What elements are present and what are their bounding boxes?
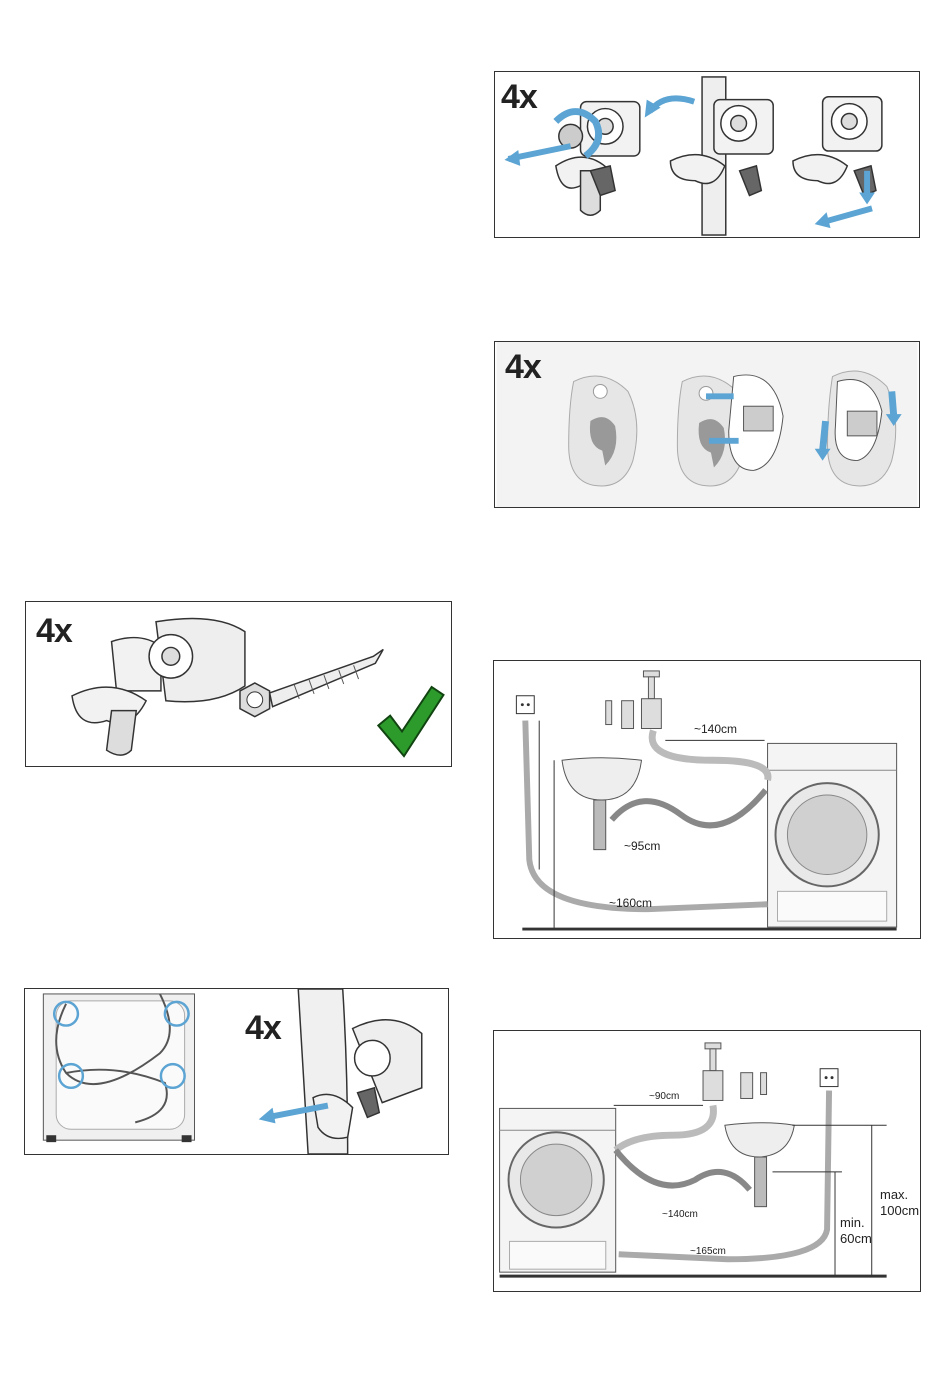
drain-hose — [612, 790, 766, 825]
layout-right-illustration — [494, 661, 920, 938]
machine-back — [43, 994, 194, 1142]
panel-layout-right: ~140cm ~95cm ~160cm — [493, 660, 921, 939]
multiplier-label: 4x — [36, 612, 72, 651]
panel-clip-covers: 4x — [494, 341, 920, 508]
checkmark-icon — [378, 687, 443, 756]
drain-hose — [616, 1150, 750, 1190]
inlet-hose — [616, 1105, 714, 1150]
bolt-assembly-step1 — [556, 102, 640, 216]
keep-parts-illustration — [26, 602, 451, 766]
remove-bolts-illustration — [495, 72, 919, 237]
cover-plate-3 — [828, 371, 896, 486]
multiplier-label: 4x — [245, 1009, 281, 1048]
multiplier-label: 4x — [505, 348, 541, 387]
tap — [703, 1043, 767, 1101]
hose-holders-illustration — [25, 989, 448, 1154]
panel-layout-left: ~90cm ~140cm ~165cm max. 100cm min. 60cm — [493, 1030, 921, 1292]
out-arrow-icon — [823, 208, 872, 222]
multiplier-label: 4x — [501, 78, 537, 117]
panel-keep-parts: 4x — [25, 601, 452, 767]
drain-length-label: ~140cm — [662, 1209, 698, 1220]
tap — [606, 671, 662, 729]
clip-covers-illustration — [495, 342, 919, 507]
power-socket-icon — [516, 696, 534, 714]
max-height-label: max. 100cm — [880, 1187, 919, 1219]
power-length-label: ~160cm — [609, 896, 652, 910]
washing-machine — [768, 743, 897, 927]
transport-bolt — [72, 618, 245, 755]
hose-length-label: ~140cm — [694, 722, 737, 736]
inlet-hose — [652, 730, 768, 780]
min-height-label: min. 60cm — [840, 1215, 872, 1247]
press-arrow-icon — [823, 421, 826, 451]
press-arrow-icon — [892, 391, 894, 416]
power-length-label: ~165cm — [690, 1246, 726, 1257]
power-socket-icon — [820, 1069, 838, 1087]
panel-remove-bolts: 4x — [494, 71, 920, 238]
hose-holder — [298, 989, 422, 1154]
washing-machine — [500, 1108, 616, 1272]
screw — [240, 649, 383, 716]
drain-length-label: ~95cm — [624, 839, 660, 853]
hose-length-label: ~90cm — [649, 1091, 679, 1102]
cover-plate-1 — [569, 376, 637, 486]
power-cable — [525, 721, 767, 910]
sink — [725, 1123, 794, 1207]
panel-hose-holders: 4x — [24, 988, 449, 1155]
